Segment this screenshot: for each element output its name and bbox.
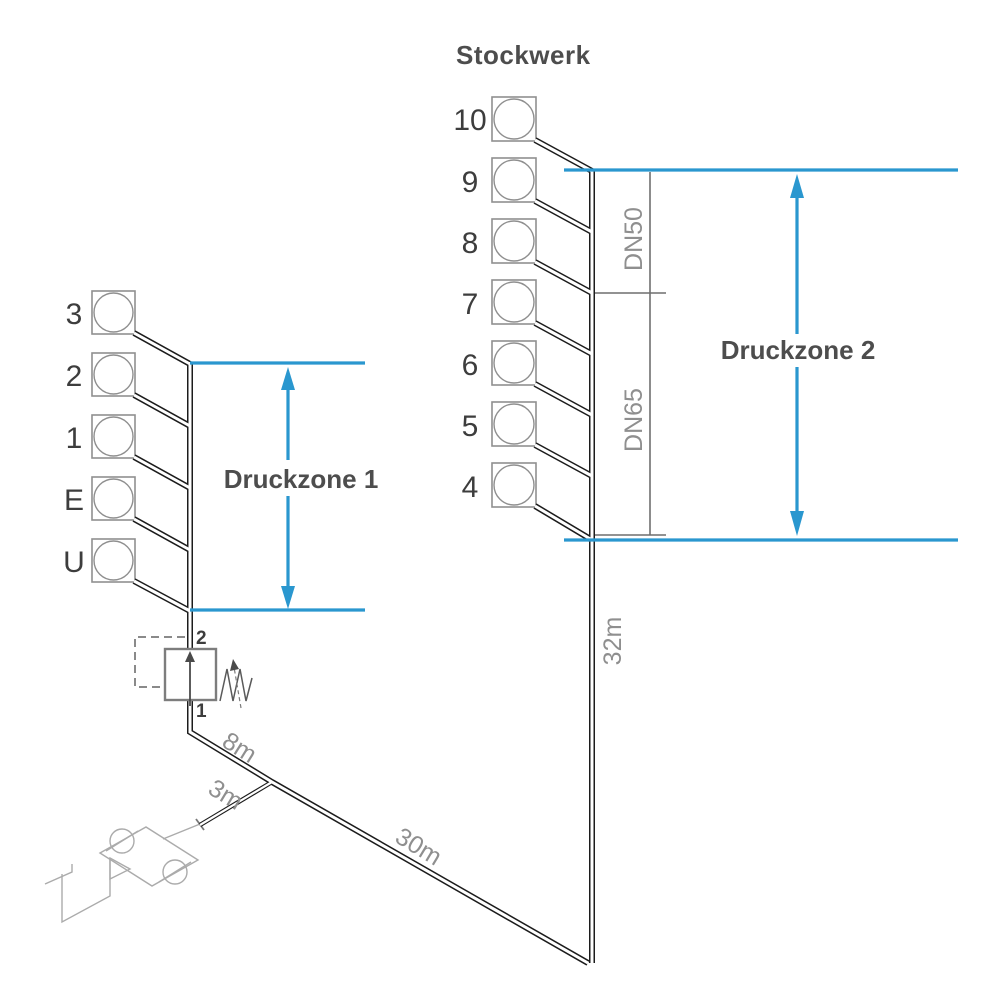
floor-label: 2: [66, 360, 83, 393]
suction-intake-line: [44, 864, 73, 885]
floor-label: 8: [462, 227, 479, 260]
valve-spring-arrow-head: [230, 659, 239, 671]
dn-upper-label: DN50: [620, 207, 648, 271]
floor-label: 9: [462, 166, 479, 199]
fixture-box: [491, 157, 537, 203]
fixture-square: [491, 279, 537, 325]
fixture-square: [491, 401, 537, 447]
valve-spring-icon: [219, 668, 253, 702]
left-branch-pipes-core: [133, 331, 191, 613]
fixture-square: [491, 218, 537, 264]
fixture-square: [491, 340, 537, 386]
fixture-box: [491, 279, 537, 325]
floor-label: 6: [462, 349, 479, 382]
fixture-square: [91, 476, 136, 521]
fixture-square: [91, 414, 136, 459]
zone2-label: Druckzone 2: [721, 335, 876, 365]
pump-branch-pipe-core: [199, 781, 273, 826]
page-title: Stockwerk: [456, 40, 591, 70]
floor-label: 3: [66, 298, 83, 331]
pump-icon-diagonal: [158, 861, 192, 883]
left-floor-labels: 3 2 1 E U: [63, 298, 85, 579]
left-floor-fixtures: [91, 290, 136, 583]
pump-connection-line: [162, 823, 201, 840]
floor-label: U: [63, 546, 85, 579]
fixture-square: [491, 157, 537, 203]
fixture-square: [91, 352, 136, 397]
fixture-box: [91, 352, 136, 397]
pump-icon-diagonal: [105, 830, 139, 852]
pump-icon: [162, 859, 188, 885]
riser-length-label: 32m: [599, 617, 627, 666]
floor-label: 1: [66, 422, 83, 455]
suction-pipe-line: [61, 858, 111, 924]
valve-spring-adjust-arrow: [233, 666, 242, 709]
basement-main-pipe-core: [188, 699, 589, 965]
pump-group: [44, 818, 205, 924]
fixture-box: [491, 96, 537, 142]
suction-valve-icon: [109, 856, 132, 881]
fixture-box: [91, 414, 136, 459]
floor-label: 5: [462, 410, 479, 443]
pump-icon: [109, 828, 135, 854]
fixture-square: [491, 462, 537, 508]
valve-port-bottom-label: 1: [196, 701, 207, 722]
fixture-circle-icon: [493, 220, 535, 262]
valve-flow-arrow-head: [185, 651, 195, 662]
fixture-box: [491, 218, 537, 264]
dn-measurement-bracket: [592, 172, 666, 536]
right-floor-fixtures: [491, 96, 537, 508]
fixture-box: [491, 340, 537, 386]
zone1-markers: [190, 361, 365, 612]
fixture-circle-icon: [93, 478, 134, 519]
zone1-label: Druckzone 1: [224, 464, 379, 494]
floor-label: 10: [453, 104, 486, 137]
fixture-circle-icon: [493, 98, 535, 140]
fixture-circle-icon: [493, 403, 535, 445]
dn-lower-label: DN65: [620, 388, 648, 452]
floor-label: E: [64, 484, 84, 517]
fixture-box: [91, 476, 136, 521]
right-branch-pipes-core: [534, 138, 593, 542]
zone1-arrow-up-head: [281, 367, 295, 390]
zone2-arrow-up-head: [790, 174, 804, 198]
fixture-circle-icon: [93, 292, 134, 333]
zone1-arrow-down-head: [281, 586, 295, 609]
fixture-circle-icon: [493, 159, 535, 201]
pump-branch-length-label: 3m: [203, 774, 247, 816]
fixture-circle-icon: [493, 464, 535, 506]
right-floor-labels: 10 9 8 7 6 5 4: [453, 104, 486, 504]
pressure-reducing-valve: 2 1: [134, 628, 253, 722]
basement-pipe-length-label: 8m: [217, 727, 261, 769]
zone2-markers: [564, 168, 958, 542]
pipes-inner: [133, 138, 594, 965]
fixture-circle-icon: [93, 540, 134, 581]
floor-label: 4: [462, 471, 479, 504]
fixture-circle-icon: [93, 416, 134, 457]
fixture-square: [91, 538, 136, 583]
fixture-box: [91, 538, 136, 583]
fixture-circle-icon: [93, 354, 134, 395]
valve-port-top-label: 2: [196, 628, 207, 649]
fixture-square: [91, 290, 136, 335]
fixture-box: [491, 462, 537, 508]
fixture-box: [91, 290, 136, 335]
floor-label: 7: [462, 288, 479, 321]
zone2-arrow-down-head: [790, 511, 804, 536]
fixture-square: [491, 96, 537, 142]
fixture-circle-icon: [493, 281, 535, 323]
fixture-circle-icon: [493, 342, 535, 384]
fixture-box: [491, 401, 537, 447]
